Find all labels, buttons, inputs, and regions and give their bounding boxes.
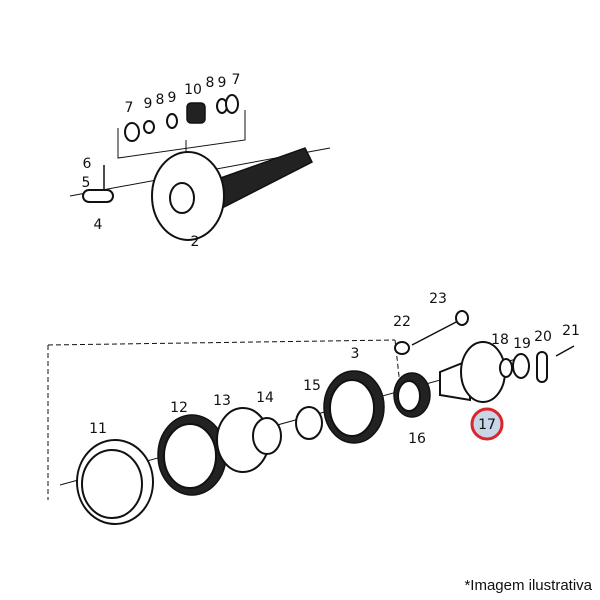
part-19-gasket <box>512 353 530 379</box>
label-9: 9 <box>218 75 227 91</box>
label-9: 9 <box>144 96 153 112</box>
label-7: 7 <box>125 100 134 116</box>
label-2: 2 <box>191 234 200 250</box>
label-12: 12 <box>170 400 188 416</box>
label-18: 18 <box>491 332 509 348</box>
bracket-line <box>117 110 246 159</box>
label-21: 21 <box>562 323 580 339</box>
part-9b <box>166 113 178 129</box>
part-18 <box>499 358 513 378</box>
part-21-bolt <box>555 345 575 357</box>
label-4: 4 <box>94 217 103 233</box>
label-19: 19 <box>513 336 531 352</box>
frame-line <box>47 339 396 500</box>
label-13: 13 <box>213 393 231 409</box>
highlight-ring <box>470 407 504 441</box>
label-16: 16 <box>408 431 426 447</box>
part-7b-washer <box>225 94 239 114</box>
part-14-bearing <box>252 417 282 455</box>
part-23-rod <box>411 319 461 346</box>
label-14: 14 <box>256 390 274 406</box>
label-15: 15 <box>303 378 321 394</box>
label-8: 8 <box>206 75 215 91</box>
label-10: 10 <box>184 82 202 98</box>
label-11: 11 <box>89 421 107 437</box>
part-9 <box>143 120 155 134</box>
label-22: 22 <box>393 314 411 330</box>
label-9: 9 <box>168 90 177 106</box>
highlighted-part-17[interactable]: 17 <box>470 407 504 441</box>
label-6: 6 <box>83 156 92 172</box>
part-7-washer <box>124 122 140 142</box>
label-23: 23 <box>429 291 447 307</box>
part-15-ring <box>295 406 323 440</box>
part-22-ring <box>394 341 410 355</box>
illustrative-image-caption: *Imagem ilustrativa <box>464 577 592 594</box>
part-2-splined-shaft <box>214 147 314 210</box>
part-4-pin <box>82 189 114 203</box>
label-8: 8 <box>156 92 165 108</box>
label-17: 17 <box>478 417 496 433</box>
label-3: 3 <box>351 346 360 362</box>
part-10-bearing <box>186 102 206 124</box>
part-20-plate <box>536 351 548 383</box>
label-7: 7 <box>232 72 241 88</box>
label-20: 20 <box>534 329 552 345</box>
label-5: 5 <box>82 175 91 191</box>
